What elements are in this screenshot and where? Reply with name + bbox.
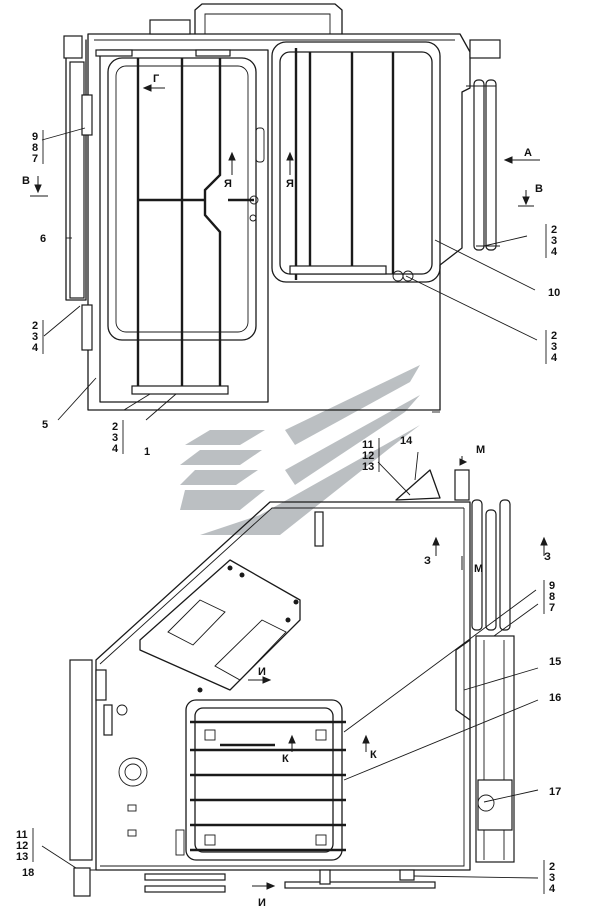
svg-text:2: 2 [32,320,38,332]
view-letters: Г Я Я А В В М М З З И И К К [22,73,551,909]
stack-2-3-4-bottom-right: 2 3 4 [543,860,556,895]
leader-lines [41,127,539,879]
svg-text:3: 3 [551,341,557,353]
cab-front-view [63,3,501,413]
view-ya-2: Я [286,178,294,190]
svg-text:4: 4 [551,352,558,364]
label-6: 6 [40,233,46,245]
view-b-2: В [535,183,543,195]
callout-labels: 6 5 1 10 14 15 16 17 18 [22,233,561,879]
stack-2-3-4-bottom: 2 3 4 [112,420,124,455]
svg-text:11: 11 [16,829,28,841]
label-14: 14 [400,435,413,447]
view-z-2: З [544,551,551,563]
label-16: 16 [549,692,561,704]
window-grille [289,48,395,280]
view-z-1: З [424,555,431,567]
view-k-1: К [282,753,289,765]
svg-text:12: 12 [16,840,28,852]
view-i-2: И [258,897,266,909]
svg-text:9: 9 [32,131,38,143]
watermark-logo [180,365,420,535]
view-i-1: И [258,666,266,678]
svg-text:3: 3 [549,872,555,884]
label-15: 15 [549,656,561,668]
svg-text:2: 2 [551,330,557,342]
view-m-1: М [476,444,485,456]
svg-text:8: 8 [549,591,555,603]
svg-text:7: 7 [549,602,555,614]
stack-2-3-4-lower-left: 2 3 4 [32,320,44,354]
svg-text:3: 3 [551,235,557,247]
svg-text:13: 13 [362,461,374,473]
stack-2-3-4-right-b: 2 3 4 [545,330,558,364]
svg-text:12: 12 [362,450,374,462]
door-grille [95,49,231,395]
view-k-2: К [370,749,377,761]
view-g: Г [153,73,160,85]
stack-9-8-7-right: 9 8 7 [543,580,555,614]
svg-text:3: 3 [32,331,38,343]
side-ladder [466,79,500,251]
view-ya-1: Я [224,178,232,190]
svg-text:4: 4 [112,443,119,455]
label-18: 18 [22,867,34,879]
svg-text:2: 2 [112,421,118,433]
svg-text:13: 13 [16,851,28,863]
view-m-2: М [474,563,483,575]
stack-2-3-4-right-a: 2 3 4 [545,224,558,258]
label-10: 10 [548,287,560,299]
stack-11-12-13-bottom: 11 12 13 [16,828,34,863]
svg-text:7: 7 [32,153,38,165]
label-1: 1 [144,446,150,458]
svg-text:2: 2 [549,861,555,873]
svg-text:2: 2 [551,224,557,236]
view-b-1: В [22,175,30,187]
rear-grille [190,720,346,852]
svg-text:4: 4 [551,246,558,258]
svg-text:3: 3 [112,432,118,444]
cab-side-view [69,469,515,897]
label-5: 5 [42,419,48,431]
svg-text:4: 4 [32,342,39,354]
svg-text:11: 11 [362,439,374,451]
view-a: А [524,147,532,159]
svg-text:8: 8 [32,142,38,154]
stack-11-12-13-top: 11 12 13 [362,438,380,473]
section-arrows [30,84,548,890]
svg-text:4: 4 [549,883,556,895]
stack-9-8-7-top: 9 8 7 [32,130,44,165]
svg-text:9: 9 [549,580,555,592]
stacked-callouts: 9 8 7 2 3 4 2 3 4 2 3 4 2 3 4 [16,130,558,895]
label-17: 17 [549,786,561,798]
